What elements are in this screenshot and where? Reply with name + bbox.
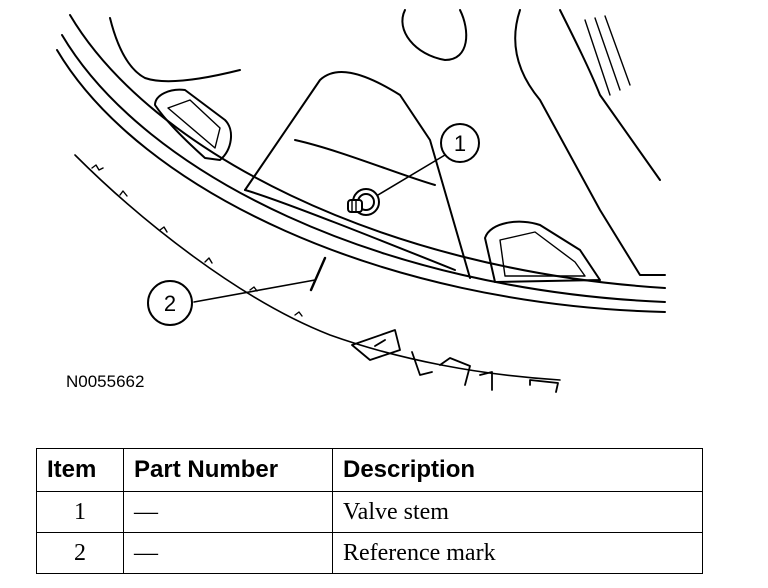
parts-table: Item Part Number Description 1 — Valve s…: [36, 448, 703, 574]
cell-item: 1: [36, 491, 124, 533]
lug-window-upper: [154, 88, 232, 161]
wheel-spokes: [109, 9, 666, 279]
header-description: Description: [332, 448, 703, 492]
header-item: Item: [36, 448, 124, 492]
callout-2-number: 2: [164, 291, 176, 316]
reference-mark: [309, 256, 327, 292]
callout-1-leader: [377, 154, 446, 196]
wheel-rim: [56, 14, 666, 313]
cell-item: 2: [36, 532, 124, 574]
callout-2: 2: [147, 280, 193, 326]
table-row: 2 — Reference mark: [36, 532, 703, 574]
wheel-illustration: 1 2: [56, 9, 666, 393]
cell-part-number: —: [123, 491, 333, 533]
tire-sidewall: [74, 154, 561, 381]
callout-1: 1: [440, 123, 480, 163]
callout-1-number: 1: [454, 131, 466, 156]
table-row: 1 — Valve stem: [36, 491, 703, 533]
table-header-row: Item Part Number Description: [36, 448, 703, 492]
cell-description: Reference mark: [332, 532, 703, 574]
tire-lettering: [351, 329, 559, 393]
lug-window-lower: [484, 220, 601, 283]
cell-description: Valve stem: [332, 491, 703, 533]
valve-stem: [347, 188, 380, 216]
figure-id: N0055662: [66, 372, 145, 391]
header-part-number: Part Number: [123, 448, 333, 492]
cell-part-number: —: [123, 532, 333, 574]
callout-2-leader: [193, 279, 316, 303]
